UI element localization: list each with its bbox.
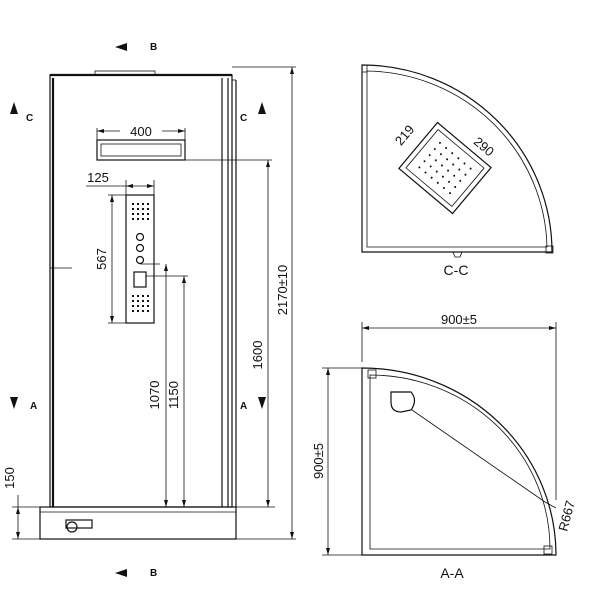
rainhead-top-view xyxy=(96,139,186,161)
section-label-aa: A-A xyxy=(440,565,464,581)
dim-290: 290 xyxy=(471,134,497,159)
marker-b-top: B xyxy=(150,42,157,53)
dim-1600: 1600 xyxy=(250,341,265,370)
section-aa: R667 900±5 900±5 A-A xyxy=(311,312,578,581)
marker-c-right: C xyxy=(240,113,247,124)
dim-1070: 1070 xyxy=(147,381,162,410)
arrow-left-icon xyxy=(115,43,127,51)
arrow-down-icon xyxy=(258,397,266,409)
marker-c-left: C xyxy=(26,113,33,124)
arrow-left-icon xyxy=(115,569,127,577)
drain-fitting xyxy=(65,519,93,533)
dim-width: 900±5 xyxy=(441,312,477,327)
dim-150: 150 xyxy=(2,467,17,489)
front-view: 400 125 xyxy=(2,42,296,579)
dim-radius: R667 xyxy=(555,499,578,533)
dim-2170: 2170±10 xyxy=(275,265,290,316)
dim-125: 125 xyxy=(87,170,109,185)
arrow-up-icon xyxy=(10,102,18,114)
rainhead-plan xyxy=(398,121,492,215)
section-label-cc: C-C xyxy=(444,262,469,278)
arrow-up-icon xyxy=(258,102,266,114)
arrow-down-icon xyxy=(10,397,18,409)
shower-column xyxy=(125,194,155,324)
marker-a-left: A xyxy=(30,401,37,412)
base-tray xyxy=(39,506,237,540)
drain-outlet xyxy=(390,391,416,413)
dim-219: 219 xyxy=(392,122,417,148)
dim-567: 567 xyxy=(94,248,109,270)
section-cc: 219 290 C-C xyxy=(361,64,554,278)
dim-1150: 1150 xyxy=(166,381,181,409)
dim-depth: 900±5 xyxy=(311,443,326,479)
marker-b-bottom: B xyxy=(150,568,157,579)
marker-a-right: A xyxy=(240,401,247,412)
dim-400: 400 xyxy=(130,124,152,139)
